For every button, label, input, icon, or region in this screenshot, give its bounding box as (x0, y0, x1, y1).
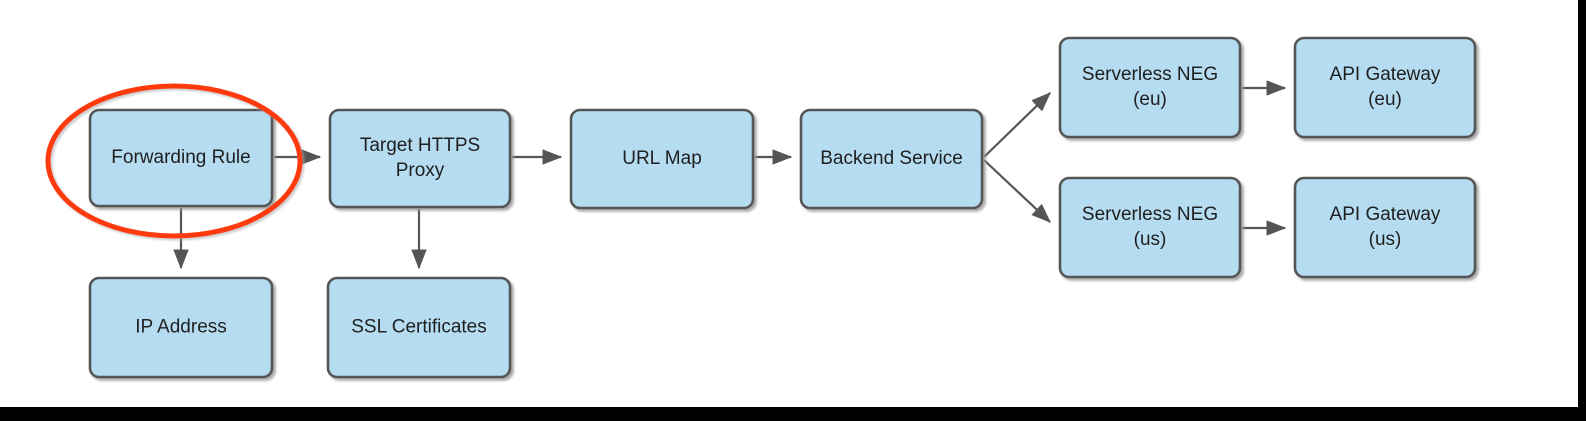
node-label-line: (us) (1369, 229, 1402, 250)
node-label-line: API Gateway (1330, 204, 1441, 225)
node-box (1058, 176, 1242, 279)
edge-backend-to-neg-us (983, 159, 1051, 223)
node-label-line: URL Map (622, 148, 702, 169)
node-box (799, 108, 984, 210)
node-label-line: Serverless NEG (1082, 204, 1218, 225)
node-backend-service[interactable]: Backend Service (799, 108, 984, 210)
node-url-map[interactable]: URL Map (569, 108, 755, 210)
node-box (1293, 176, 1477, 279)
node-box (1293, 36, 1477, 139)
node-box (569, 108, 755, 210)
edges-layer (173, 80, 1287, 270)
node-box (1058, 36, 1242, 139)
annotation-highlight-ellipse (45, 83, 303, 239)
node-api-gateway-eu[interactable]: API Gateway (eu) (1293, 36, 1477, 139)
node-box (328, 108, 512, 209)
node-label-line: Backend Service (820, 148, 963, 169)
edge-backend-to-neg-eu (983, 92, 1051, 158)
node-ssl-certificates[interactable]: SSL Certificates (326, 276, 512, 379)
node-serverless-neg-eu[interactable]: Serverless NEG (eu) (1058, 36, 1242, 139)
node-api-gateway-us[interactable]: API Gateway (us) (1293, 176, 1477, 279)
node-label-line: Proxy (396, 160, 445, 181)
annotations-layer (45, 83, 303, 239)
nodes-layer: Forwarding Rule Target HTTPS Proxy URL Map B… (88, 36, 1477, 379)
node-forwarding-rule[interactable]: Forwarding Rule (88, 108, 274, 208)
frame-bottom-bar (0, 407, 1586, 421)
node-label-line: (eu) (1368, 89, 1402, 110)
node-label-line: Forwarding Rule (111, 147, 250, 168)
node-label-line: Target HTTPS (360, 135, 480, 156)
frame-right-bar (1578, 0, 1586, 421)
node-label-line: (us) (1134, 229, 1167, 250)
node-box (88, 276, 274, 379)
node-ip-address[interactable]: IP Address (88, 276, 274, 379)
node-box (88, 108, 274, 208)
node-label-line: (eu) (1133, 89, 1167, 110)
node-label-line: Serverless NEG (1082, 64, 1218, 85)
node-target-https-proxy[interactable]: Target HTTPS Proxy (328, 108, 512, 209)
node-box (326, 276, 512, 379)
node-label-line: SSL Certificates (351, 317, 487, 338)
node-serverless-neg-us[interactable]: Serverless NEG (us) (1058, 176, 1242, 279)
node-label-line: IP Address (135, 317, 227, 338)
node-label-line: API Gateway (1330, 64, 1441, 85)
